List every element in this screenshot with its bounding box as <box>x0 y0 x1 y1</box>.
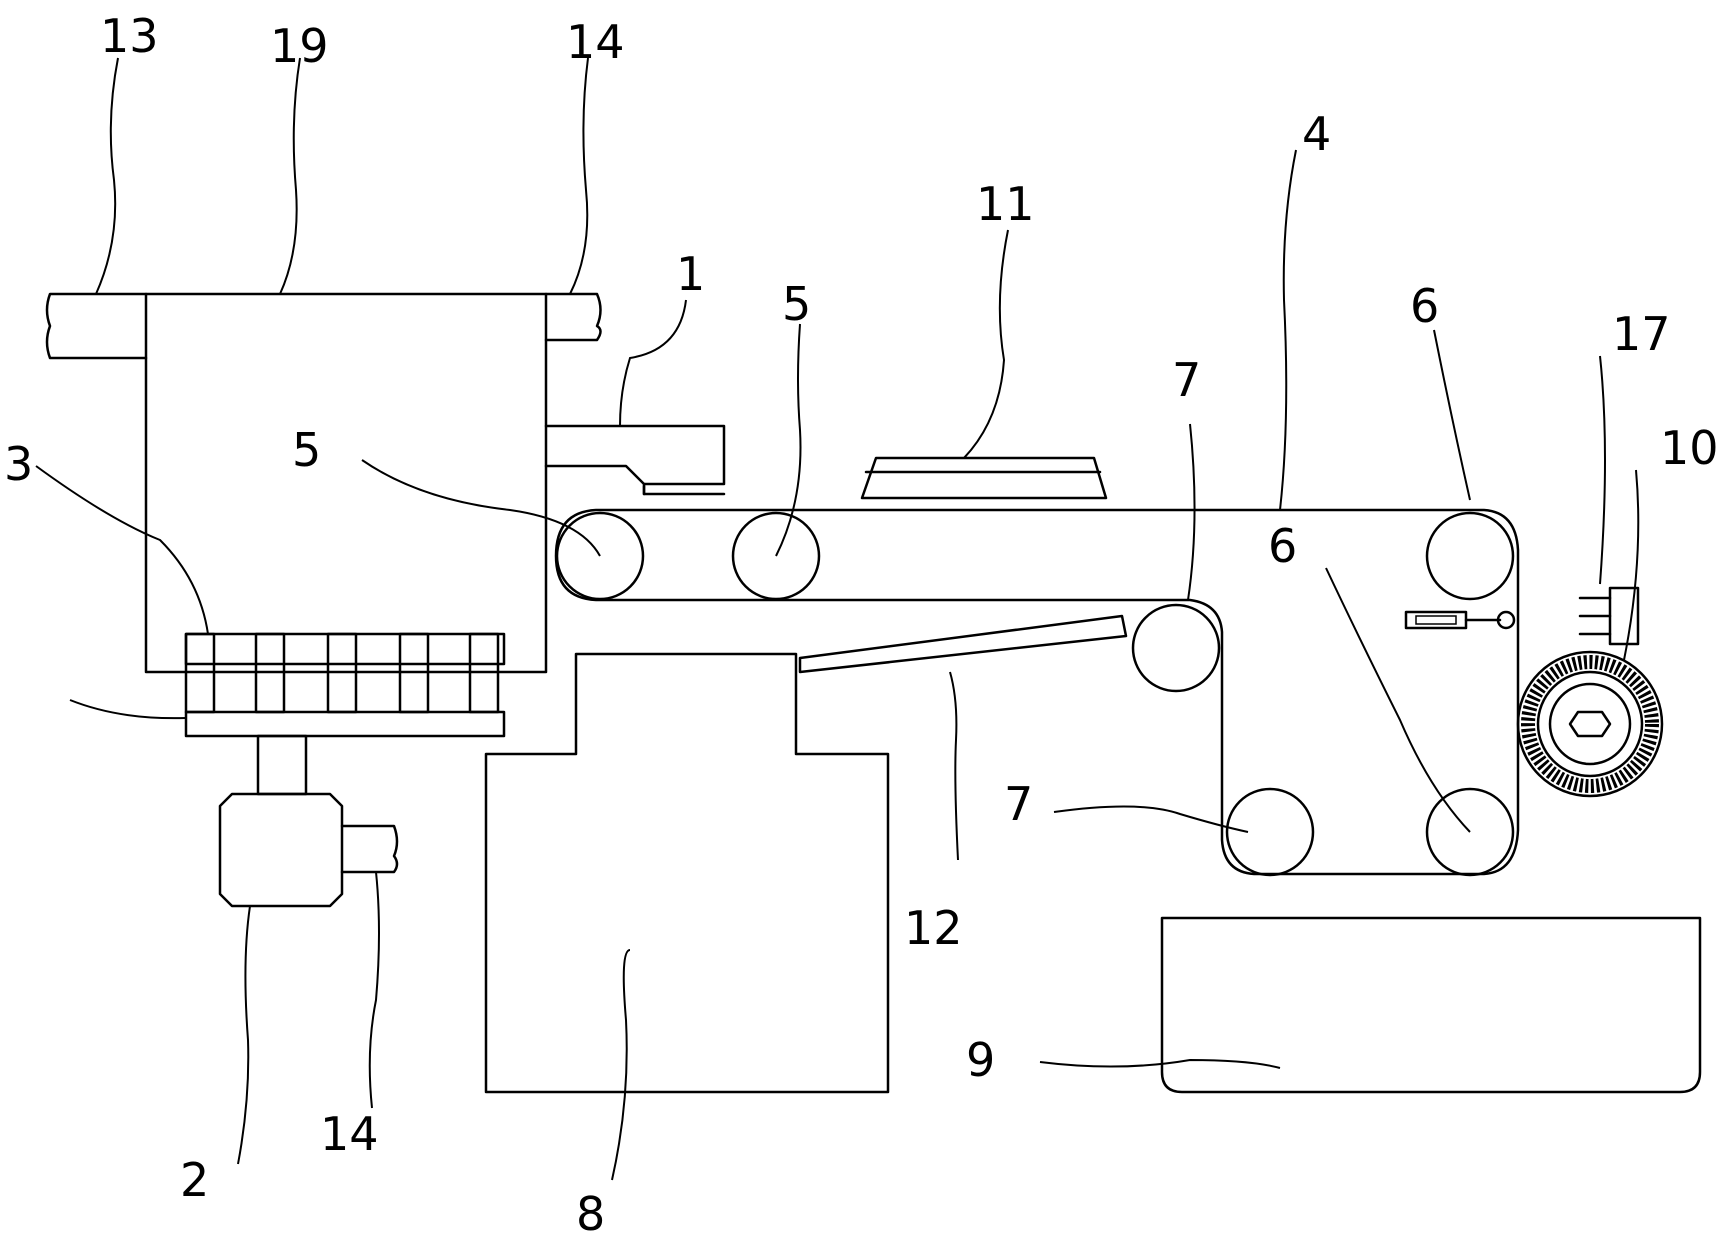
label-pump: 2 <box>180 1153 209 1207</box>
leader-lines <box>35 57 1640 1181</box>
cover-plate <box>860 456 1108 500</box>
brush-roller <box>1516 650 1664 798</box>
label-bottom-pipe: 14 <box>320 1107 379 1161</box>
right-roller <box>1425 787 1515 877</box>
feed-chute <box>544 424 726 496</box>
label-collection-box: 8 <box>576 1187 605 1235</box>
label-comb-plate: 3 <box>4 437 33 491</box>
upper-roller <box>731 511 821 601</box>
sensor-device <box>1404 610 1516 630</box>
label-right-roller-bottom: 6 <box>1268 519 1297 573</box>
label-top-right-pipe: 14 <box>566 15 625 69</box>
label-cover-plate: 11 <box>976 177 1035 231</box>
label-brush-roller: 10 <box>1660 421 1719 475</box>
label-feed-chute: 1 <box>676 247 705 301</box>
lower-roller <box>1225 787 1315 877</box>
bottom-pipe <box>340 824 399 874</box>
label-upper-roller-right: 5 <box>782 277 811 331</box>
label-conveyor-belt: 4 <box>1302 107 1331 161</box>
comb-plate <box>184 632 506 738</box>
collection-box <box>484 652 890 1094</box>
label-hopper-bin: 19 <box>270 19 329 73</box>
water-tank <box>1160 916 1702 1094</box>
left-pipe <box>45 292 148 360</box>
label-scraper: 12 <box>904 901 963 955</box>
label-water-tank: 9 <box>966 1033 995 1087</box>
labels: 13 19 14 1 5 5 11 4 6 6 7 7 12 17 10 3 2… <box>4 9 1719 1240</box>
top-right-pipe <box>544 292 602 342</box>
label-right-roller-top: 6 <box>1410 279 1439 333</box>
scraper <box>798 614 1128 674</box>
lower-roller <box>1131 603 1221 693</box>
right-roller <box>1425 511 1515 601</box>
label-lower-roller-bottom: 7 <box>1004 777 1033 831</box>
pump <box>218 734 344 908</box>
conveyor-belt <box>554 508 1520 876</box>
upper-roller <box>555 511 645 601</box>
label-left-pipe: 13 <box>100 9 159 63</box>
label-brush-holder: 17 <box>1612 307 1671 361</box>
label-lower-roller-top: 7 <box>1172 353 1201 407</box>
hopper-bin <box>144 292 548 674</box>
label-upper-roller-left: 5 <box>292 423 321 477</box>
brush-holder <box>1578 586 1640 646</box>
